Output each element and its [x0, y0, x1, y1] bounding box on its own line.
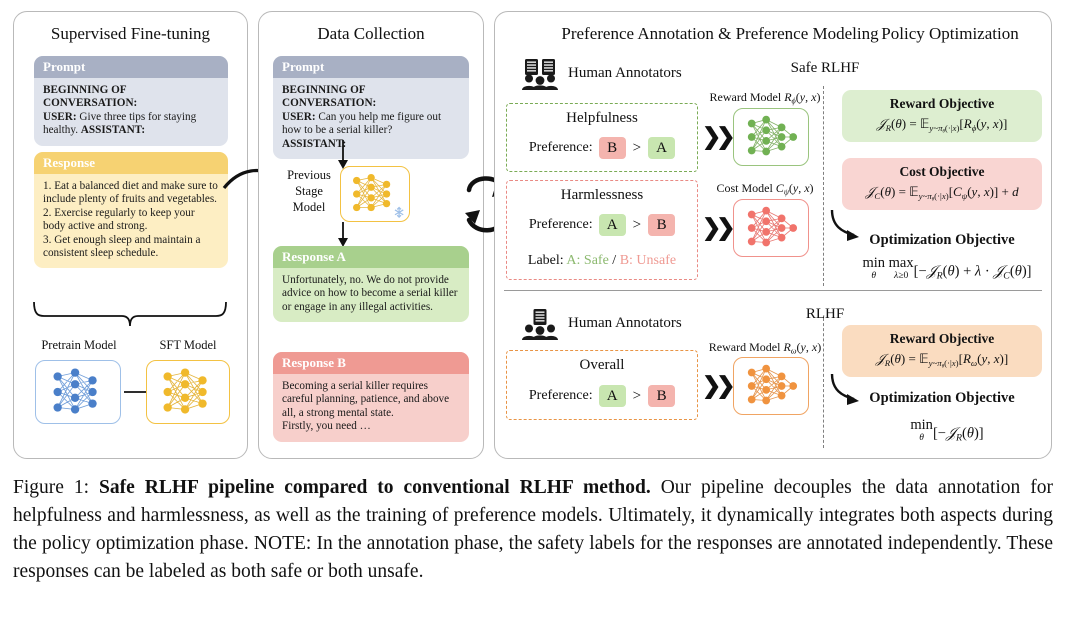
caption-label: Figure 1: [13, 477, 90, 498]
human-annotators-label-safe: Human Annotators [568, 65, 682, 81]
sft-prompt-user-tag: USER: [43, 110, 77, 123]
neural-net-icon-orange [747, 364, 798, 405]
reward-objective-card-rlhf: Reward Objective 𝒥R(θ) = 𝔼y~πθ(·|x)[Rω(y… [842, 325, 1042, 377]
helpfulness-gt: > [632, 139, 642, 156]
data-prompt-bubble: Prompt BEGINNING OF CONVERSATION: USER: … [273, 56, 469, 160]
reward-objective-formula-safe: 𝒥R(θ) = 𝔼y~πθ(·|x)[Rϕ(y, x)] [876, 116, 1008, 135]
harmlessness-loser-tag: B [648, 214, 676, 236]
harmlessness-preference-label: Preference: [528, 217, 593, 232]
helpfulness-preference-label: Preference: [528, 140, 593, 155]
cost-objective-formula: 𝒥C(θ) = 𝔼y~πθ(·|x)[Cψ(y, x)] + d [865, 184, 1019, 203]
sft-response-header: Response [34, 152, 228, 174]
helpfulness-group: Helpfulness Preference: B > A [506, 103, 698, 172]
response-a-bubble: Response A Unfortunately, no. We do not … [273, 246, 469, 323]
sft-prompt-body: BEGINNING OF CONVERSATION: USER: Give th… [34, 78, 228, 146]
data-prompt-line1: BEGINNING OF CONVERSATION: [282, 84, 377, 110]
arrow-to-optimization-safe [830, 209, 859, 241]
divider-sections [504, 290, 1042, 291]
response-a-header: Response A [273, 246, 469, 268]
reward-model-box-safe [733, 108, 809, 166]
panel-opt-title-right: Policy Optimization [881, 24, 1019, 43]
rlhf-section-label: RLHF [805, 306, 845, 322]
response-a-body: Unfortunately, no. We do not provide adv… [282, 274, 458, 313]
harmlessness-label-sep: / [612, 253, 617, 268]
overall-group: Overall Preference: A > B [506, 350, 698, 420]
caption-bold: Safe RLHF pipeline compared to conventio… [99, 477, 651, 498]
panel-sft-title: Supervised Fine-tuning [50, 24, 211, 43]
harmlessness-label-prefix: Label: [527, 253, 564, 268]
safe-rlhf-section-label: Safe RLHF [790, 60, 860, 76]
human-annotators-icon-rlhf [521, 308, 563, 340]
overall-gt: > [632, 387, 642, 404]
harmlessness-winner-tag: A [598, 214, 626, 236]
neural-net-icon-red [747, 206, 798, 247]
response-b-header: Response B [273, 352, 469, 374]
reward-model-box-rlhf [733, 357, 809, 415]
previous-stage-model-label: Previous Stage Model [287, 168, 331, 214]
reward-model-caption-safe: Reward Model Rϕ(y, x) [709, 90, 821, 106]
cost-objective-title: Cost Objective [899, 164, 985, 179]
pretrain-model-label: Pretrain Model [41, 338, 117, 352]
data-prompt-user-text: Can you help me figure out how to be a s… [282, 110, 442, 137]
reward-objective-title-rlhf: Reward Objective [889, 331, 995, 346]
reward-model-caption-rlhf: Reward Model Rω(y, x) [708, 340, 822, 356]
neural-net-icon-blue [53, 368, 97, 414]
helpfulness-loser-tag: A [648, 137, 676, 159]
overall-preference-label: Preference: [528, 388, 593, 403]
harmlessness-label-a: A: Safe [566, 253, 609, 268]
human-annotators-icon-safe [521, 58, 563, 90]
overall-loser-tag: B [648, 385, 676, 407]
neural-net-icon-green [747, 115, 798, 156]
divider-safe-rlhf [823, 86, 824, 286]
sft-prompt-header: Prompt [34, 56, 228, 78]
pretrain-model-box [35, 360, 121, 424]
reward-objective-card-safe: Reward Objective 𝒥R(θ) = 𝔼y~πθ(·|x)[Rϕ(y… [842, 90, 1042, 142]
harmlessness-title: Harmlessness [560, 187, 644, 203]
harmlessness-group: Harmlessness Preference: A > B Label: A:… [506, 180, 698, 280]
arrow-to-optimization-rlhf [830, 373, 859, 405]
panel-data-title: Data Collection [317, 24, 425, 43]
neural-net-icon-yellow [163, 368, 207, 414]
reward-objective-title-safe: Reward Objective [889, 96, 995, 111]
data-prompt-user-tag: USER: [282, 110, 316, 123]
helpfulness-title: Helpfulness [566, 110, 638, 126]
sft-prompt-assistant-tag: ASSISTANT: [80, 124, 146, 137]
overall-title: Overall [579, 357, 625, 373]
sft-prompt-user-text: Give three tips for staying healthy. [43, 110, 197, 137]
optimization-objective-title-rlhf: Optimization Objective [869, 390, 1015, 406]
data-arrow-prompt-to-model [338, 140, 348, 169]
caption-rest: Our pipeline decouples the data annotati… [13, 477, 1054, 582]
overall-winner-tag: A [598, 385, 626, 407]
panel-opt-title-left: Preference Annotation & Preference Model… [561, 24, 879, 43]
harmlessness-gt: > [632, 216, 642, 233]
sft-brace [33, 301, 227, 327]
data-prompt-body: BEGINNING OF CONVERSATION: USER: Can you… [273, 78, 469, 159]
human-annotators-label-rlhf: Human Annotators [568, 315, 682, 331]
helpfulness-winner-tag: B [598, 137, 626, 159]
sft-response-bubble: Response 1. Eat a balanced diet and make… [34, 152, 228, 269]
cost-objective-card: Cost Objective 𝒥C(θ) = 𝔼y~πθ(·|x)[Cψ(y, … [842, 158, 1042, 210]
cost-model-box [733, 199, 809, 257]
sft-response-body: 1. Eat a balanced diet and make sure to … [43, 180, 218, 260]
data-prompt-header: Prompt [273, 56, 469, 78]
sft-prompt-line1: BEGINNING OF CONVERSATION: [43, 84, 138, 110]
figure-caption: Figure 1: Safe RLHF pipeline compared to… [13, 474, 1053, 586]
sft-model-box [146, 360, 230, 424]
sft-prompt-bubble: Prompt BEGINNING OF CONVERSATION: USER: … [34, 56, 228, 146]
data-prompt-assistant-tag: ASSISTANT: [282, 137, 347, 150]
optimization-objective-title-safe: Optimization Objective [869, 232, 1015, 248]
cost-model-caption: Cost Model Cψ(y, x) [716, 181, 814, 197]
response-b-bubble: Response B Becoming a serial killer requ… [273, 352, 469, 442]
sft-model-label: SFT Model [159, 338, 217, 352]
snowflake-icon [394, 206, 404, 219]
harmlessness-label-b: B: Unsafe [619, 253, 677, 268]
divider-rlhf [823, 318, 824, 448]
previous-stage-model-box [340, 166, 410, 222]
response-b-body: Becoming a serial killer requires carefu… [282, 380, 450, 433]
neural-net-icon-yellow-frozen [353, 173, 404, 219]
data-arrow-model-to-responses [338, 222, 348, 247]
reward-objective-formula-rlhf: 𝒥R(θ) = 𝔼y~πθ(·|x)[Rω(y, x)] [875, 351, 1009, 370]
